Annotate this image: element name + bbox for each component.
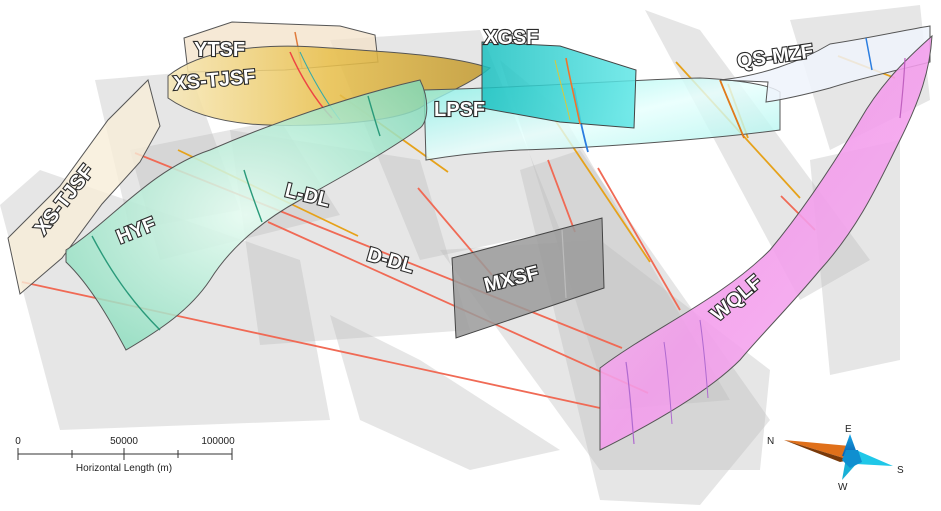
scale-tick-label: 50000 — [110, 436, 138, 447]
scale-bar-title: Horizontal Length (m) — [76, 463, 172, 474]
shadow-plane — [330, 315, 560, 470]
xs-tjsf-left-fault-plane — [7, 79, 161, 295]
compass-w-label: W — [838, 482, 848, 493]
compass-s-label: S — [897, 465, 904, 476]
wqlf-fault-surface — [599, 34, 933, 451]
scale-tick-label: 100000 — [201, 436, 235, 447]
xgsf-fault-plane — [481, 41, 637, 129]
xgsf-label: XGSF — [484, 27, 538, 49]
lpsf-label: LPSF — [434, 99, 485, 121]
scale-bar: 0 50000 100000 Horizontal Length (m) — [15, 436, 235, 474]
hyf-fault-surface — [65, 79, 428, 351]
scale-tick-label: 0 — [15, 436, 21, 447]
compass-e-label: E — [845, 424, 852, 435]
mxsf-fault-plane — [451, 217, 605, 339]
compass-north-arrow-dark — [784, 440, 850, 462]
red-profile-line — [547, 159, 576, 233]
compass-n-label: N — [767, 436, 774, 447]
compass: N E S W — [767, 424, 904, 493]
compass-south-arrow — [856, 450, 893, 466]
compass-center — [842, 450, 862, 468]
ytsf-label: YTSF — [194, 39, 245, 61]
red-profile-line — [597, 167, 681, 311]
